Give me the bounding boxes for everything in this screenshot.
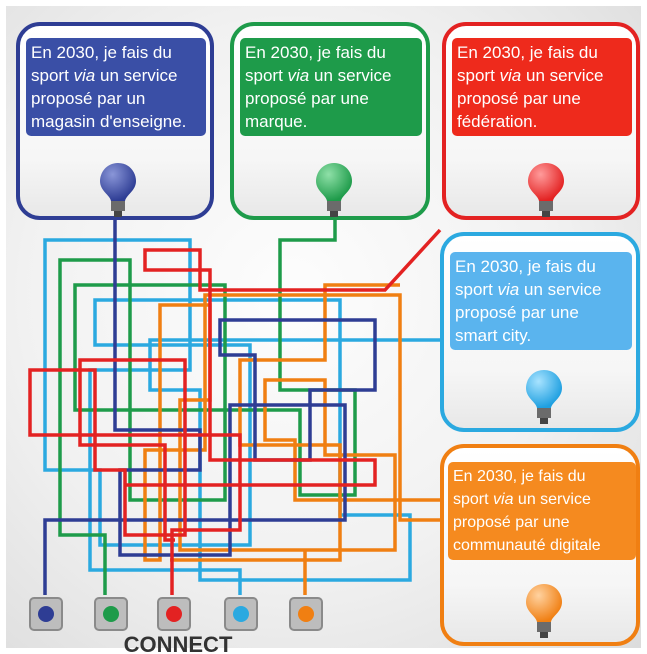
label-line: sport via un service <box>453 491 591 508</box>
label-line: En 2030, je fais du <box>453 468 586 485</box>
card-smart-city: En 2030, je fais du sport via un service… <box>440 232 640 432</box>
connector-button-icon <box>298 606 314 622</box>
wire-sky <box>43 238 450 595</box>
label-line: magasin d'enseigne. <box>31 112 187 131</box>
card-label: En 2030, je fais du sport via un service… <box>452 38 632 136</box>
label-line: proposé par un <box>31 89 146 108</box>
card-federation: En 2030, je fais du sport via un service… <box>442 22 640 220</box>
label-line: proposé par une <box>245 89 369 108</box>
wire-green <box>58 215 357 595</box>
label-line: En 2030, je fais du <box>245 43 386 62</box>
label-line: communauté digitale <box>453 537 601 554</box>
light-bulb-icon <box>526 370 562 424</box>
wire-red <box>28 228 442 595</box>
light-bulb-icon <box>100 163 136 217</box>
card-label: En 2030, je fais du sport via un service… <box>450 252 632 350</box>
label-line: smart city. <box>455 326 532 345</box>
label-line: En 2030, je fais du <box>455 257 596 276</box>
light-bulb-icon <box>528 163 564 217</box>
card-label: En 2030, je fais du sport via un service… <box>240 38 422 136</box>
label-line: proposé par une <box>455 303 579 322</box>
footer-label: CONNECT <box>124 632 233 654</box>
label-line: sport via un service <box>457 66 604 85</box>
label-line: En 2030, je fais du <box>31 43 172 62</box>
card-marque: En 2030, je fais du sport via un service… <box>230 22 430 220</box>
label-line: proposé par une <box>453 514 570 531</box>
label-line: En 2030, je fais du <box>457 43 598 62</box>
label-line: sport via un service <box>455 280 602 299</box>
label-line: marque. <box>245 112 308 131</box>
connector-button-icon <box>103 606 119 622</box>
light-bulb-icon <box>526 584 562 638</box>
light-bulb-icon <box>316 163 352 217</box>
card-label: En 2030, je fais du sport via un service… <box>448 462 636 560</box>
card-label: En 2030, je fais du sport via un service… <box>26 38 206 136</box>
label-line: fédération. <box>457 112 538 131</box>
label-line: sport via un service <box>31 66 178 85</box>
label-line: sport via un service <box>245 66 392 85</box>
connector-button-icon <box>166 606 182 622</box>
connector-button-icon <box>38 606 54 622</box>
connector-row <box>29 597 323 631</box>
label-line: proposé par une <box>457 89 581 108</box>
card-communaute: En 2030, je fais du sport via un service… <box>440 444 640 646</box>
connector-button-icon <box>233 606 249 622</box>
card-magasin: En 2030, je fais du sport via un service… <box>16 22 214 220</box>
